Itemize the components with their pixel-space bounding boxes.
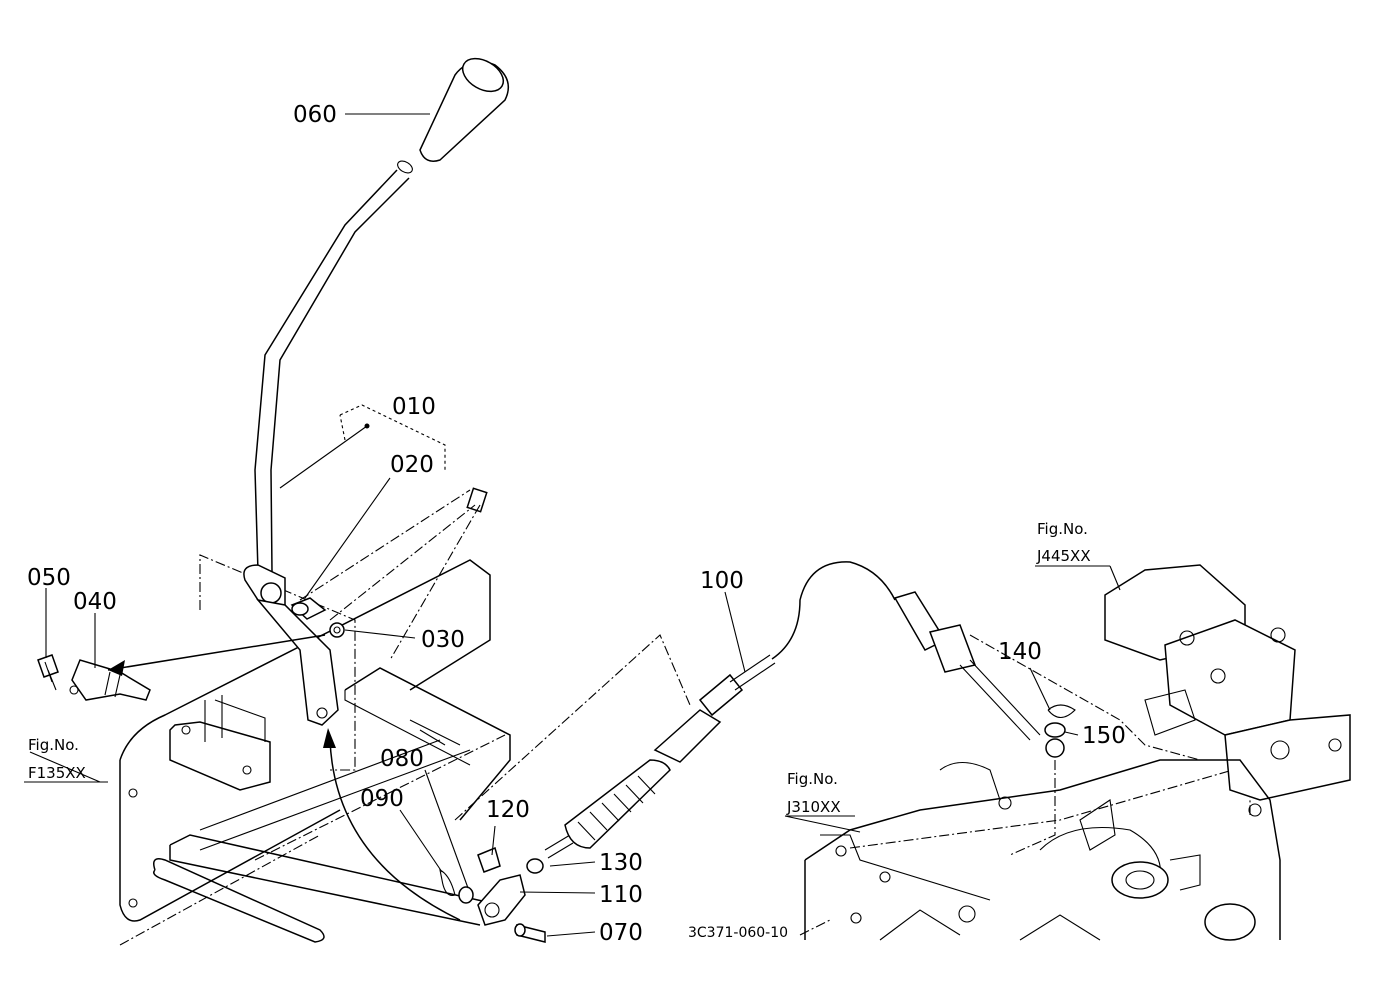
callout-labels: 060 010 020 050 040 030 100 080 090 120 … (27, 102, 1126, 946)
callout-080: 080 (380, 746, 424, 772)
callout-030: 030 (421, 627, 465, 653)
callout-130: 130 (599, 850, 643, 876)
callout-140: 140 (998, 639, 1042, 665)
callout-110: 110 (599, 882, 643, 908)
cable-assembly (439, 561, 1076, 943)
fig-ref-j310-title: Fig.No. (787, 770, 838, 788)
callout-020: 020 (390, 452, 434, 478)
callout-060: 060 (293, 102, 337, 128)
figure-references: Fig.No. F135XX Fig.No. J310XX Fig.No. J4… (28, 520, 1091, 816)
leader-lines (24, 113, 1121, 937)
callout-100: 100 (700, 568, 744, 594)
callout-010: 010 (392, 394, 436, 420)
callout-050: 050 (27, 565, 71, 591)
shift-lever (37, 57, 510, 921)
left-frame-bracket (119, 487, 511, 943)
fig-ref-f135-title: Fig.No. (28, 736, 79, 754)
fig-ref-j445-title: Fig.No. (1037, 520, 1088, 538)
callout-090: 090 (360, 786, 404, 812)
callout-120: 120 (486, 797, 530, 823)
callout-070: 070 (599, 920, 643, 946)
drawing-number: 3C371-060-10 (688, 925, 788, 941)
fig-ref-f135-code: F135XX (28, 764, 86, 782)
fig-ref-j445-code: J445XX (1036, 547, 1091, 565)
callout-150: 150 (1082, 723, 1126, 749)
right-housing (804, 564, 1351, 941)
callout-040: 040 (73, 589, 117, 615)
fig-ref-j310-code: J310XX (786, 798, 841, 816)
